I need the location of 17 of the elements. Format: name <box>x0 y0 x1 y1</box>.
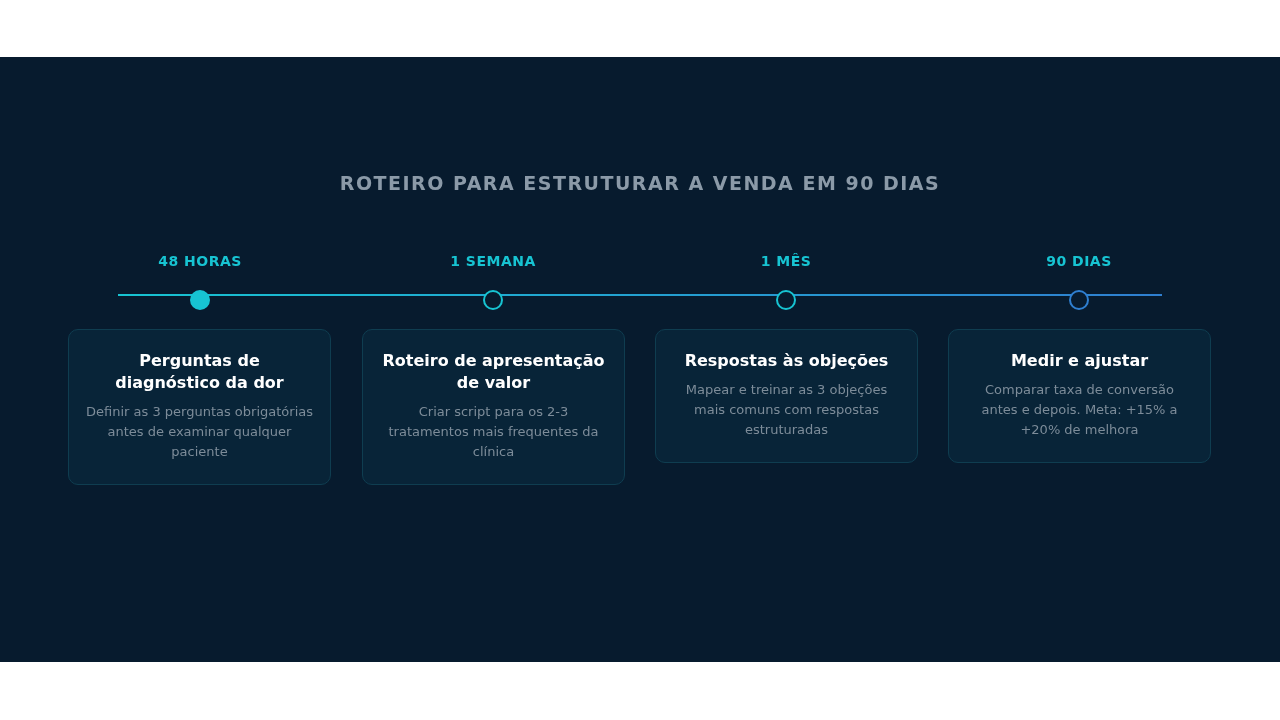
step-card <box>655 329 918 463</box>
card-heading: Roteiro de apresentação de valor <box>381 350 606 394</box>
card-heading: Respostas às objeções <box>683 350 890 372</box>
period-label: 90 DIAS <box>1045 253 1113 269</box>
title: ROTEIRO PARA ESTRUTURAR A VENDA EM 90 DIAS <box>338 172 942 194</box>
card-description: Comparar taxa de conversão antes e depois. Meta: +15% a +20% de melhora <box>980 381 1179 439</box>
step-card <box>68 329 331 485</box>
period-label: 1 MÊS <box>759 253 813 269</box>
card-description: Criar script para os 2-3 tratamentos mais frequentes da clínica <box>387 403 600 461</box>
card-heading: Medir e ajustar <box>1009 350 1150 372</box>
step-card <box>362 329 625 485</box>
step-card <box>948 329 1211 463</box>
period-label: 1 SEMANA <box>449 253 537 269</box>
card-description: Mapear e treinar as 3 objeções mais comuns com respostas estruturadas <box>684 381 889 439</box>
card-heading: Perguntas de diagnóstico da dor <box>114 350 285 394</box>
period-label: 48 HORAS <box>157 253 243 269</box>
card-description: Definir as 3 perguntas obrigatórias antes de examinar qualquer paciente <box>85 403 314 461</box>
